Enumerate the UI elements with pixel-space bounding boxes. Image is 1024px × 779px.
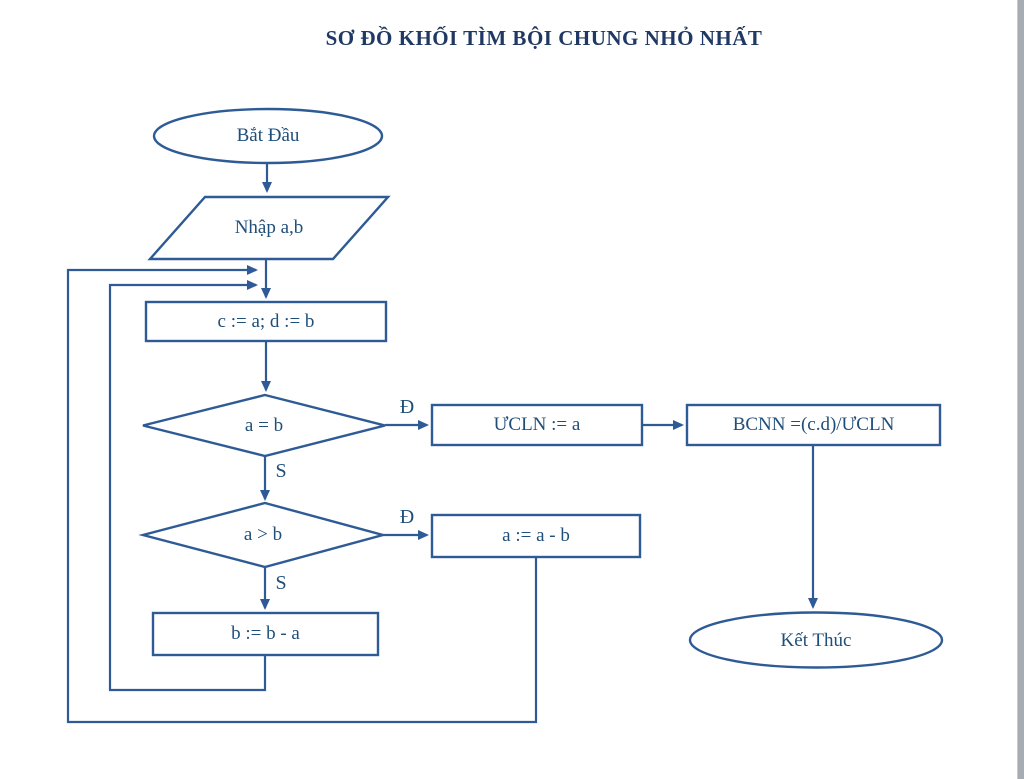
assign-a-process-shape — [430, 513, 642, 559]
input-parallelogram-shape — [147, 195, 391, 261]
ucln-label: ƯCLN := a — [493, 414, 581, 435]
page-title: SƠ ĐỒ KHỐI TÌM BỘI CHUNG NHỎ NHẤT — [325, 26, 763, 50]
assign-b-process-shape — [151, 611, 380, 657]
cond-gt-label: a > b — [243, 524, 283, 545]
page-edge-strip — [1017, 0, 1024, 779]
branch-label-eq-yes: Đ — [399, 395, 415, 418]
branch-label-eq-no: S — [275, 459, 287, 482]
end-terminator-shape — [688, 611, 944, 669]
assign-b-label: b := b - a — [231, 623, 300, 644]
branch-label-gt-no: S — [275, 571, 287, 594]
end-label: Kết Thúc — [780, 629, 852, 651]
assign-cd-process-shape — [144, 300, 388, 343]
start-terminator-shape — [152, 107, 384, 165]
ucln-process-shape — [430, 403, 644, 447]
bcnn-process-shape — [685, 403, 942, 447]
branch-label-gt-yes: Đ — [399, 505, 415, 528]
edge-loop-from-assign-b — [108, 280, 267, 692]
edge-loop-from-assign-a — [66, 265, 538, 724]
cond-gt-decision-shape — [138, 501, 388, 569]
assign-a-label: a := a - b — [502, 525, 570, 546]
assign-cd-label: c := a; d := b — [217, 310, 315, 332]
bcnn-label: BCNN =(c.d)/ƯCLN — [732, 414, 895, 435]
cond-eq-decision-shape — [142, 393, 386, 458]
start-label: Bắt Đầu — [236, 125, 300, 146]
input-label: Nhập a,b — [234, 217, 304, 238]
cond-eq-label: a = b — [244, 414, 284, 436]
